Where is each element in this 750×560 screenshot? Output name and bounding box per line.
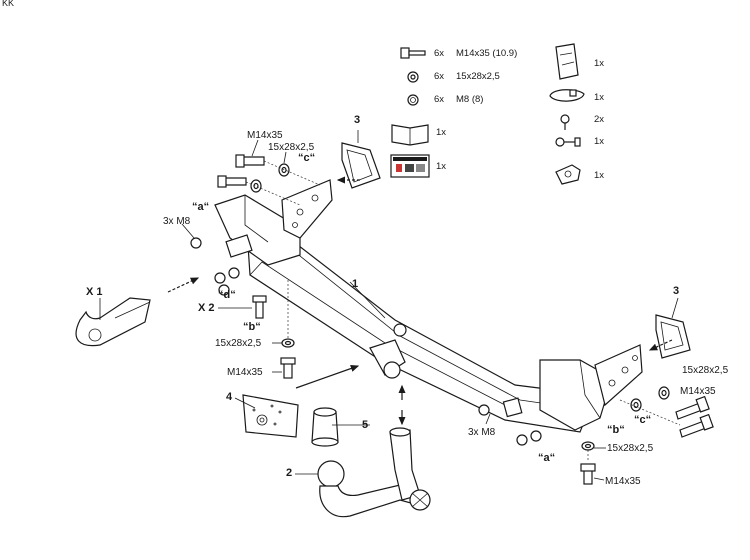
qty-label: 1x xyxy=(436,161,447,172)
label-top-washer: 15x28x2,5 xyxy=(268,142,315,153)
label-left-washer: 15x28x2,5 xyxy=(215,338,262,349)
bolt-icon xyxy=(400,47,426,59)
letter-d: “d“ xyxy=(218,289,236,301)
callout-2: 2 xyxy=(286,467,293,479)
qty: 6x xyxy=(434,94,445,105)
removable-hook xyxy=(75,297,151,347)
qty-manual: 1x xyxy=(436,127,447,138)
socket-icon xyxy=(555,164,581,185)
qty-cable-tie: 1x xyxy=(594,92,605,103)
nut-icon xyxy=(407,94,419,106)
safety-cable-icon xyxy=(555,137,581,147)
label-bottom-bolt: M14x35 xyxy=(605,476,641,487)
corner-mark: KK xyxy=(2,0,15,8)
qty-bag: 1x xyxy=(594,58,605,69)
cable-tie-icon xyxy=(549,89,585,102)
tow-bar-beam xyxy=(214,179,643,433)
socket-plate xyxy=(242,394,299,438)
manual-book-icon xyxy=(391,124,429,146)
bracket-3-left xyxy=(341,142,381,189)
washer-icon xyxy=(407,71,419,83)
callout-3-left: 3 xyxy=(354,114,361,126)
leader-lines xyxy=(99,130,679,481)
callout-1: 1 xyxy=(352,278,359,290)
label-nut-left: 3x M8 xyxy=(163,216,191,227)
spec: 15x28x2,5 xyxy=(456,71,500,82)
callout-x2: X 2 xyxy=(198,302,215,314)
parts-list-row-nut: 6x M8 (8) xyxy=(434,94,483,105)
letter-c-right: “c“ xyxy=(634,414,652,426)
qty-screw: 2x xyxy=(594,114,605,125)
label-right-bolt: M14x35 xyxy=(680,386,716,397)
label-right-washer: 15x28x2,5 xyxy=(682,365,729,376)
letter-b-left: “b“ xyxy=(243,321,261,333)
letter-a-top: “a“ xyxy=(192,201,210,213)
qty: 6x xyxy=(434,71,445,82)
spec: M8 (8) xyxy=(456,94,484,105)
qty: 6x xyxy=(434,48,445,59)
parts-list-row-bolt: 6x M14x35 (10.9) xyxy=(434,48,517,59)
callout-x1: X 1 xyxy=(86,286,103,298)
label-top-bolt: M14x35 xyxy=(247,130,283,141)
label-left-bolt: M14x35 xyxy=(227,367,263,378)
letter-c-top: “c“ xyxy=(298,152,316,164)
parts-list-icons xyxy=(390,43,585,185)
label-bottom-washer: 15x28x2,5 xyxy=(607,443,654,454)
label-nut-bottom: 3x M8 xyxy=(468,427,496,438)
callout-3-right: 3 xyxy=(673,285,680,297)
bag-icon xyxy=(555,43,579,80)
qty-socket: 1x xyxy=(594,170,605,181)
qty-safety-cable: 1x xyxy=(594,136,605,147)
bracket-3-right xyxy=(655,314,691,359)
ball-cap xyxy=(311,407,339,447)
letter-a-bottom: “a“ xyxy=(538,452,556,464)
label-sticker-icon xyxy=(390,154,430,178)
fasteners-top-left xyxy=(190,154,321,379)
screw-icon xyxy=(560,114,570,130)
fasteners-right xyxy=(478,386,714,485)
arrows xyxy=(167,176,673,426)
letter-b-right: “b“ xyxy=(607,424,625,436)
spec: M14x35 (10.9) xyxy=(456,48,518,59)
callout-5: 5 xyxy=(362,419,369,431)
parts-list-row-washer: 6x 15x28x2,5 xyxy=(434,71,500,82)
callout-4: 4 xyxy=(226,391,233,403)
